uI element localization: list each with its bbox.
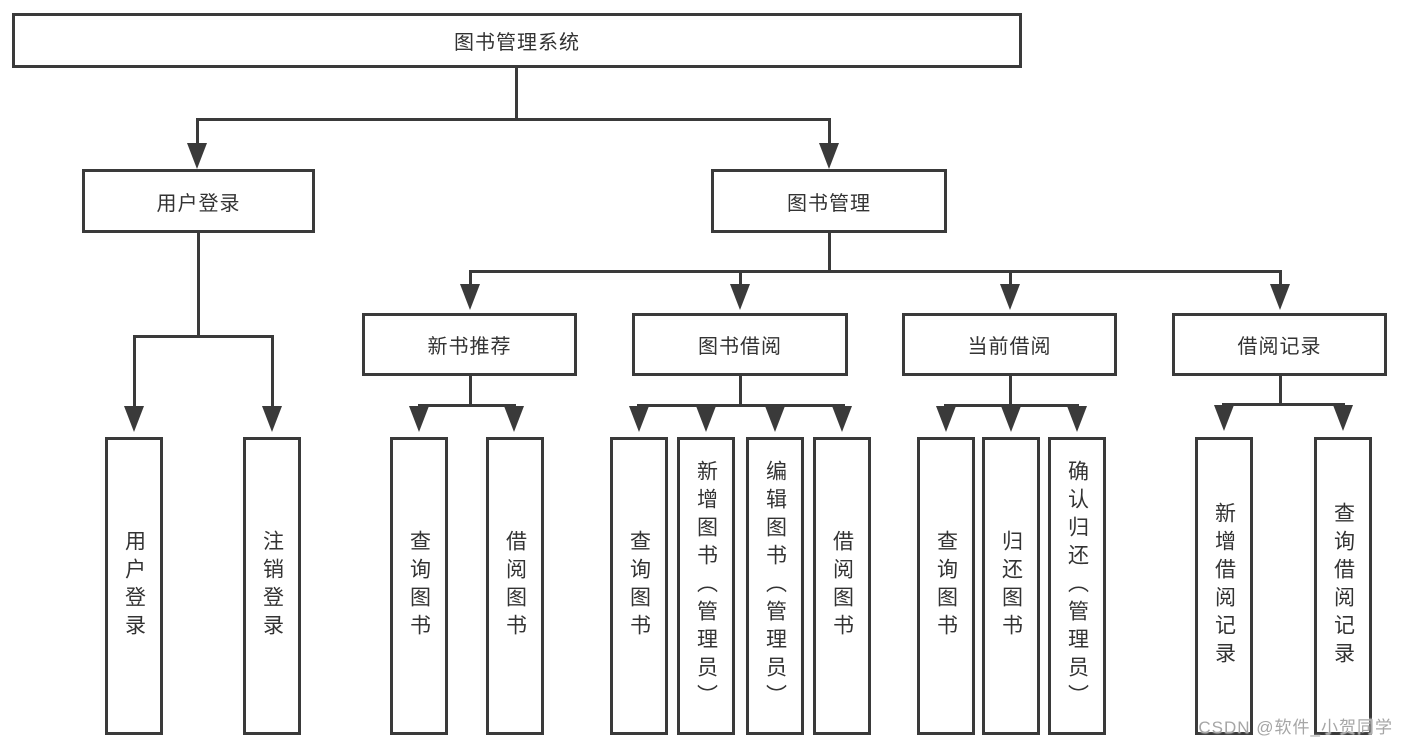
leaf-label: 注销登录 [260,530,284,642]
arrowhead-to-query-books [629,406,649,432]
arrowhead-to-add-record [1214,405,1234,431]
leaf-query-books-borrow: 查询图书 [610,437,668,735]
connector-current-crossbar [944,404,1079,407]
arrowhead-to-query-record [1333,405,1353,431]
leaf-return-books: 归还图书 [982,437,1040,735]
connector-book-mgmt-crossbar [469,270,1282,273]
node-book-management-branch: 图书管理 [711,169,947,233]
arrowhead-to-borrow-record [1270,284,1290,310]
connector-borrow-stem [739,376,742,407]
connector-root-stem [515,68,518,121]
connector-record-crossbar [1222,403,1345,406]
connector-user-login-crossbar [133,335,274,338]
leaf-add-books-admin: 新增图书（管理员） [677,437,735,735]
arrowhead-to-return-books [1001,406,1021,432]
connector-book-mgmt-stem [828,233,831,273]
node-label: 图书管理系统 [454,32,580,54]
connector-borrow-crossbar [637,404,845,407]
connector-arrow-shaft [196,118,199,145]
node-borrowing-records: 借阅记录 [1172,313,1387,376]
node-book-borrowing: 图书借阅 [632,313,848,376]
leaf-logout: 注销登录 [243,437,301,735]
leaf-label: 查询借阅记录 [1331,502,1355,670]
node-label: 新书推荐 [427,336,512,358]
leaf-label: 新增借阅记录 [1212,502,1236,670]
node-library-management-system: 图书管理系统 [12,13,1022,68]
leaf-confirm-return-admin: 确认归还（管理员） [1048,437,1106,735]
arrowhead-to-user-login [187,143,207,169]
leaf-edit-books-admin: 编辑图书（管理员） [746,437,804,735]
leaf-label: 编辑图书（管理员） [763,460,787,712]
arrowhead-to-login [124,406,144,432]
connector-newrec-stem [469,376,472,407]
connector-arrow-shaft [739,270,742,285]
connector-root-crossbar [196,118,831,121]
arrowhead-to-logout [262,406,282,432]
node-label: 图书借阅 [698,336,782,358]
connector-arrow-shaft [133,335,136,408]
arrowhead-to-current-borrow [1000,284,1020,310]
node-label: 借阅记录 [1237,336,1322,358]
connector-record-stem [1279,376,1282,406]
leaf-label: 借阅图书 [503,530,527,642]
connector-current-stem [1009,376,1012,407]
arrowhead-to-book-borrow [730,284,750,310]
leaf-borrow-books-borrow: 借阅图书 [813,437,871,735]
arrowhead-to-new-book-rec [460,284,480,310]
node-label: 图书管理 [787,192,871,215]
leaf-query-books-current: 查询图书 [917,437,975,735]
leaf-user-login: 用户登录 [105,437,163,735]
connector-user-login-stem [197,233,200,337]
arrowhead-to-borrow-books [504,406,524,432]
leaf-label: 新增图书（管理员） [694,460,718,712]
node-label: 当前借阅 [967,336,1052,358]
node-new-book-recommendation: 新书推荐 [362,313,577,376]
arrowhead-to-confirm-return [1067,406,1087,432]
arrowhead-to-borrow-books [832,406,852,432]
connector-arrow-shaft [271,335,274,408]
connector-arrow-shaft [1279,270,1282,285]
leaf-query-borrow-record: 查询借阅记录 [1314,437,1372,735]
leaf-add-borrow-record: 新增借阅记录 [1195,437,1253,735]
arrowhead-to-query-books [936,406,956,432]
arrowhead-to-query-books [409,406,429,432]
connector-newrec-crossbar [418,404,516,407]
connector-arrow-shaft [1009,270,1012,285]
leaf-label: 用户登录 [122,530,146,642]
node-current-borrowing: 当前借阅 [902,313,1117,376]
arrowhead-to-book-management [819,143,839,169]
leaf-query-books-newrec: 查询图书 [390,437,448,735]
leaf-label: 确认归还（管理员） [1065,460,1089,712]
connector-arrow-shaft [469,270,472,285]
connector-arrow-shaft [828,118,831,145]
node-label: 用户登录 [156,192,241,215]
leaf-label: 查询图书 [407,530,431,642]
leaf-label: 归还图书 [999,530,1023,642]
csdn-watermark: CSDN @软件_小贺同学 [1198,718,1393,737]
leaf-label: 查询图书 [934,530,958,642]
arrowhead-to-add-books [696,406,716,432]
arrowhead-to-edit-books [765,406,785,432]
leaf-borrow-books-newrec: 借阅图书 [486,437,544,735]
leaf-label: 借阅图书 [830,530,854,642]
leaf-label: 查询图书 [627,530,651,642]
node-user-login-branch: 用户登录 [82,169,315,233]
